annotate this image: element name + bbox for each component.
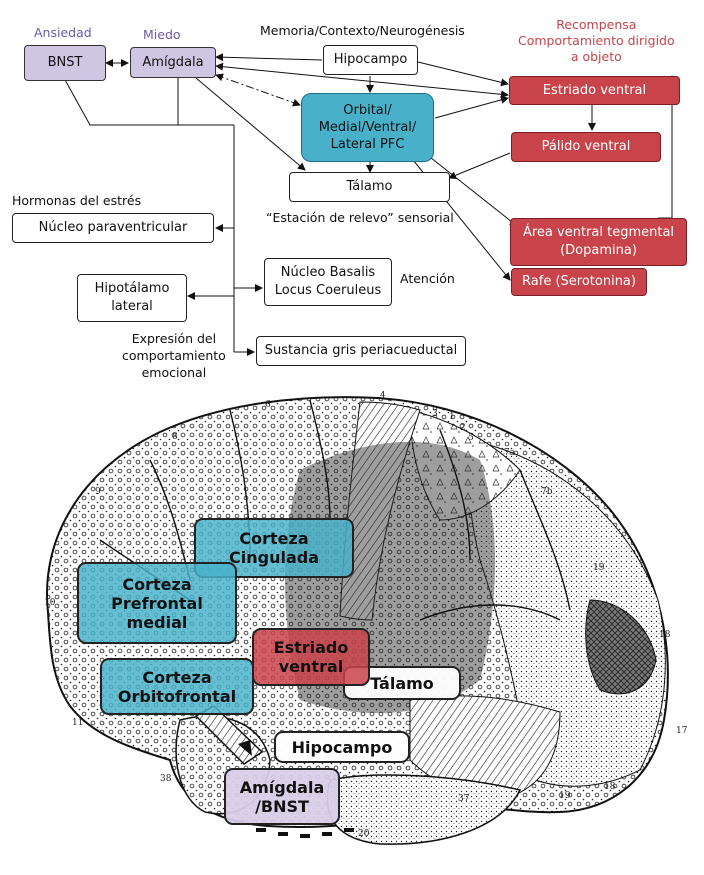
node-estriado-ventral: Estriado ventral (509, 76, 680, 105)
area-number: 7a (504, 448, 516, 458)
label-expresion: Expresión del comportamiento emocional (122, 331, 226, 380)
area-number: 17 (676, 726, 688, 736)
area-number: 7b (541, 487, 553, 497)
area-number: 1 (449, 412, 455, 422)
area-number: 20 (358, 829, 370, 839)
node-bnst: BNST (24, 45, 106, 81)
region-estriado-ventral: Estriado ventral (252, 628, 370, 686)
region-corteza-orbitofrontal: Corteza Orbitofrontal (100, 658, 254, 715)
label-recompensa: Recompensa Comportamiento dirigido a obj… (518, 17, 675, 64)
area-number: 18 (659, 630, 671, 640)
node-rafe: Rafe (Serotonina) (511, 268, 647, 296)
node-palido-ventral: Pálido ventral (511, 132, 661, 162)
area-number: 18 (604, 782, 616, 792)
node-pfc: Orbital/ Medial/Ventral/ Lateral PFC (301, 93, 434, 162)
node-sustancia-gris: Sustancia gris periacueductal (256, 336, 466, 366)
label-ansiedad: Ansiedad (34, 25, 92, 40)
flow-connectors (63, 53, 676, 356)
label-atencion: Atención (400, 271, 455, 286)
area-number: 4 (380, 391, 386, 401)
area-number: 11 (72, 718, 84, 728)
label-miedo: Miedo (143, 27, 181, 42)
region-talamo: Tálamo (343, 666, 461, 700)
area-number: 19 (559, 791, 571, 801)
node-talamo: Tálamo (289, 172, 450, 202)
region-hipocampo: Hipocampo (274, 731, 410, 763)
area-number: 2 (460, 423, 466, 433)
node-hipotalamo-lateral: Hipotálamo lateral (77, 274, 187, 322)
area-number: 38 (160, 774, 172, 784)
area-number: 19 (593, 563, 605, 573)
node-area-ventral-tegmental: Área ventral tegmental (Dopamina) (510, 218, 687, 266)
label-memoria: Memoria/Contexto/Neurogénesis (260, 23, 465, 38)
area-number: 9 (95, 487, 101, 497)
area-number: 8 (172, 432, 178, 442)
area-number: 6 (265, 400, 271, 410)
node-nucleo-basalis: Núcleo Basalis Locus Coeruleus (264, 258, 392, 306)
region-amigdala-bnst: Amígdala /BNST (224, 768, 340, 825)
area-number: 37 (458, 794, 470, 804)
region-corteza-prefrontal-medial: Corteza Prefrontal medial (77, 562, 237, 644)
area-number: 10 (44, 598, 56, 608)
node-nucleo-paraventricular: Núcleo paraventricular (12, 213, 214, 243)
node-hipocampo: Hipocampo (323, 45, 418, 75)
label-hormonas: Hormonas del estrés (12, 193, 142, 208)
label-estacion: “Estación de relevo” sensorial (266, 210, 454, 225)
area-number: 3 (432, 409, 438, 419)
area-number: 5 (468, 433, 474, 443)
node-amigdala: Amígdala (130, 47, 216, 78)
